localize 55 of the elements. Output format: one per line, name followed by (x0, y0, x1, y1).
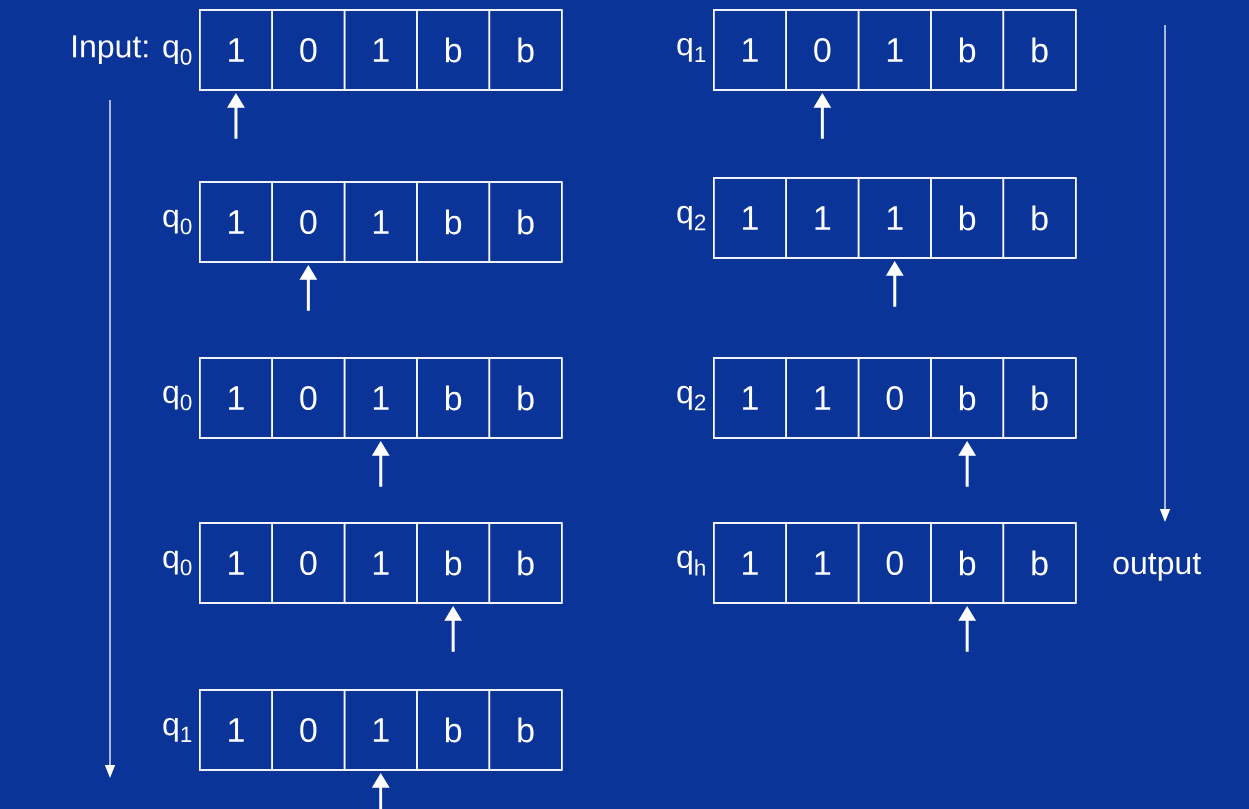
tape-cell: 1 (857, 177, 932, 259)
tape-cell: 1 (199, 9, 273, 91)
tape-cell: b (416, 689, 491, 771)
tape-cell: b (416, 181, 491, 263)
tape-cell: 1 (199, 181, 273, 263)
tape-cell: 1 (785, 357, 860, 439)
tape-cell: b (416, 522, 491, 604)
tape-cell: 1 (785, 522, 860, 604)
tape-cell: b (1002, 9, 1077, 91)
state-label: q$_{h}$ (677, 550, 705, 576)
output-label: output (1113, 553, 1201, 581)
tape-cell: b (930, 522, 1005, 604)
tape-cell: 1 (199, 357, 273, 439)
tape-cell: 0 (857, 357, 932, 439)
tape-cell: 0 (271, 357, 346, 439)
tape-cell: 0 (271, 9, 346, 91)
tape-cell: b (488, 357, 563, 439)
state-label: Input: q$_{0}$ (73, 35, 192, 65)
state-label: q$_{0}$ (163, 550, 192, 576)
tape-cell: 0 (857, 522, 932, 604)
tape-cell: b (416, 357, 491, 439)
state-label: q$_{0}$ (163, 385, 192, 411)
tape-cell: 1 (343, 357, 418, 439)
tape-cell: b (1002, 357, 1077, 439)
tape-cell: 1 (343, 522, 418, 604)
tape-cell: 1 (713, 177, 787, 259)
tape-cell: 0 (785, 9, 860, 91)
tape-cell: 0 (271, 689, 346, 771)
tape-cell: b (930, 357, 1005, 439)
state-label: q$_{0}$ (163, 209, 192, 235)
tape-cell: b (488, 689, 563, 771)
tape-cell: 1 (199, 689, 273, 771)
tape-cell: 1 (713, 357, 787, 439)
state-label: q$_{1}$ (163, 718, 192, 743)
tape-cell: b (488, 9, 563, 91)
tape-cell: b (488, 522, 563, 604)
tape-cell: b (930, 9, 1005, 91)
tape-cell: 1 (343, 9, 418, 91)
tape-cell: 1 (343, 689, 418, 771)
state-label: q$_{2}$ (677, 205, 706, 231)
tape-cell: 1 (199, 522, 273, 604)
state-label: q$_{2}$ (677, 385, 706, 411)
tape-cell: b (416, 9, 491, 91)
tape-cell: 1 (713, 9, 787, 91)
tape-cell: 1 (857, 9, 932, 91)
tape-cell: 1 (343, 181, 418, 263)
tape-cell: b (1002, 177, 1077, 259)
tape-cell: 0 (271, 181, 346, 263)
state-label: q$_{1}$ (677, 37, 706, 63)
tape-cell: 1 (713, 522, 787, 604)
tape-cell: 0 (271, 522, 346, 604)
tape-cell: b (1002, 522, 1077, 604)
tape-cell: b (930, 177, 1005, 259)
tape-cell: b (488, 181, 563, 263)
tape-cell: 1 (785, 177, 860, 259)
